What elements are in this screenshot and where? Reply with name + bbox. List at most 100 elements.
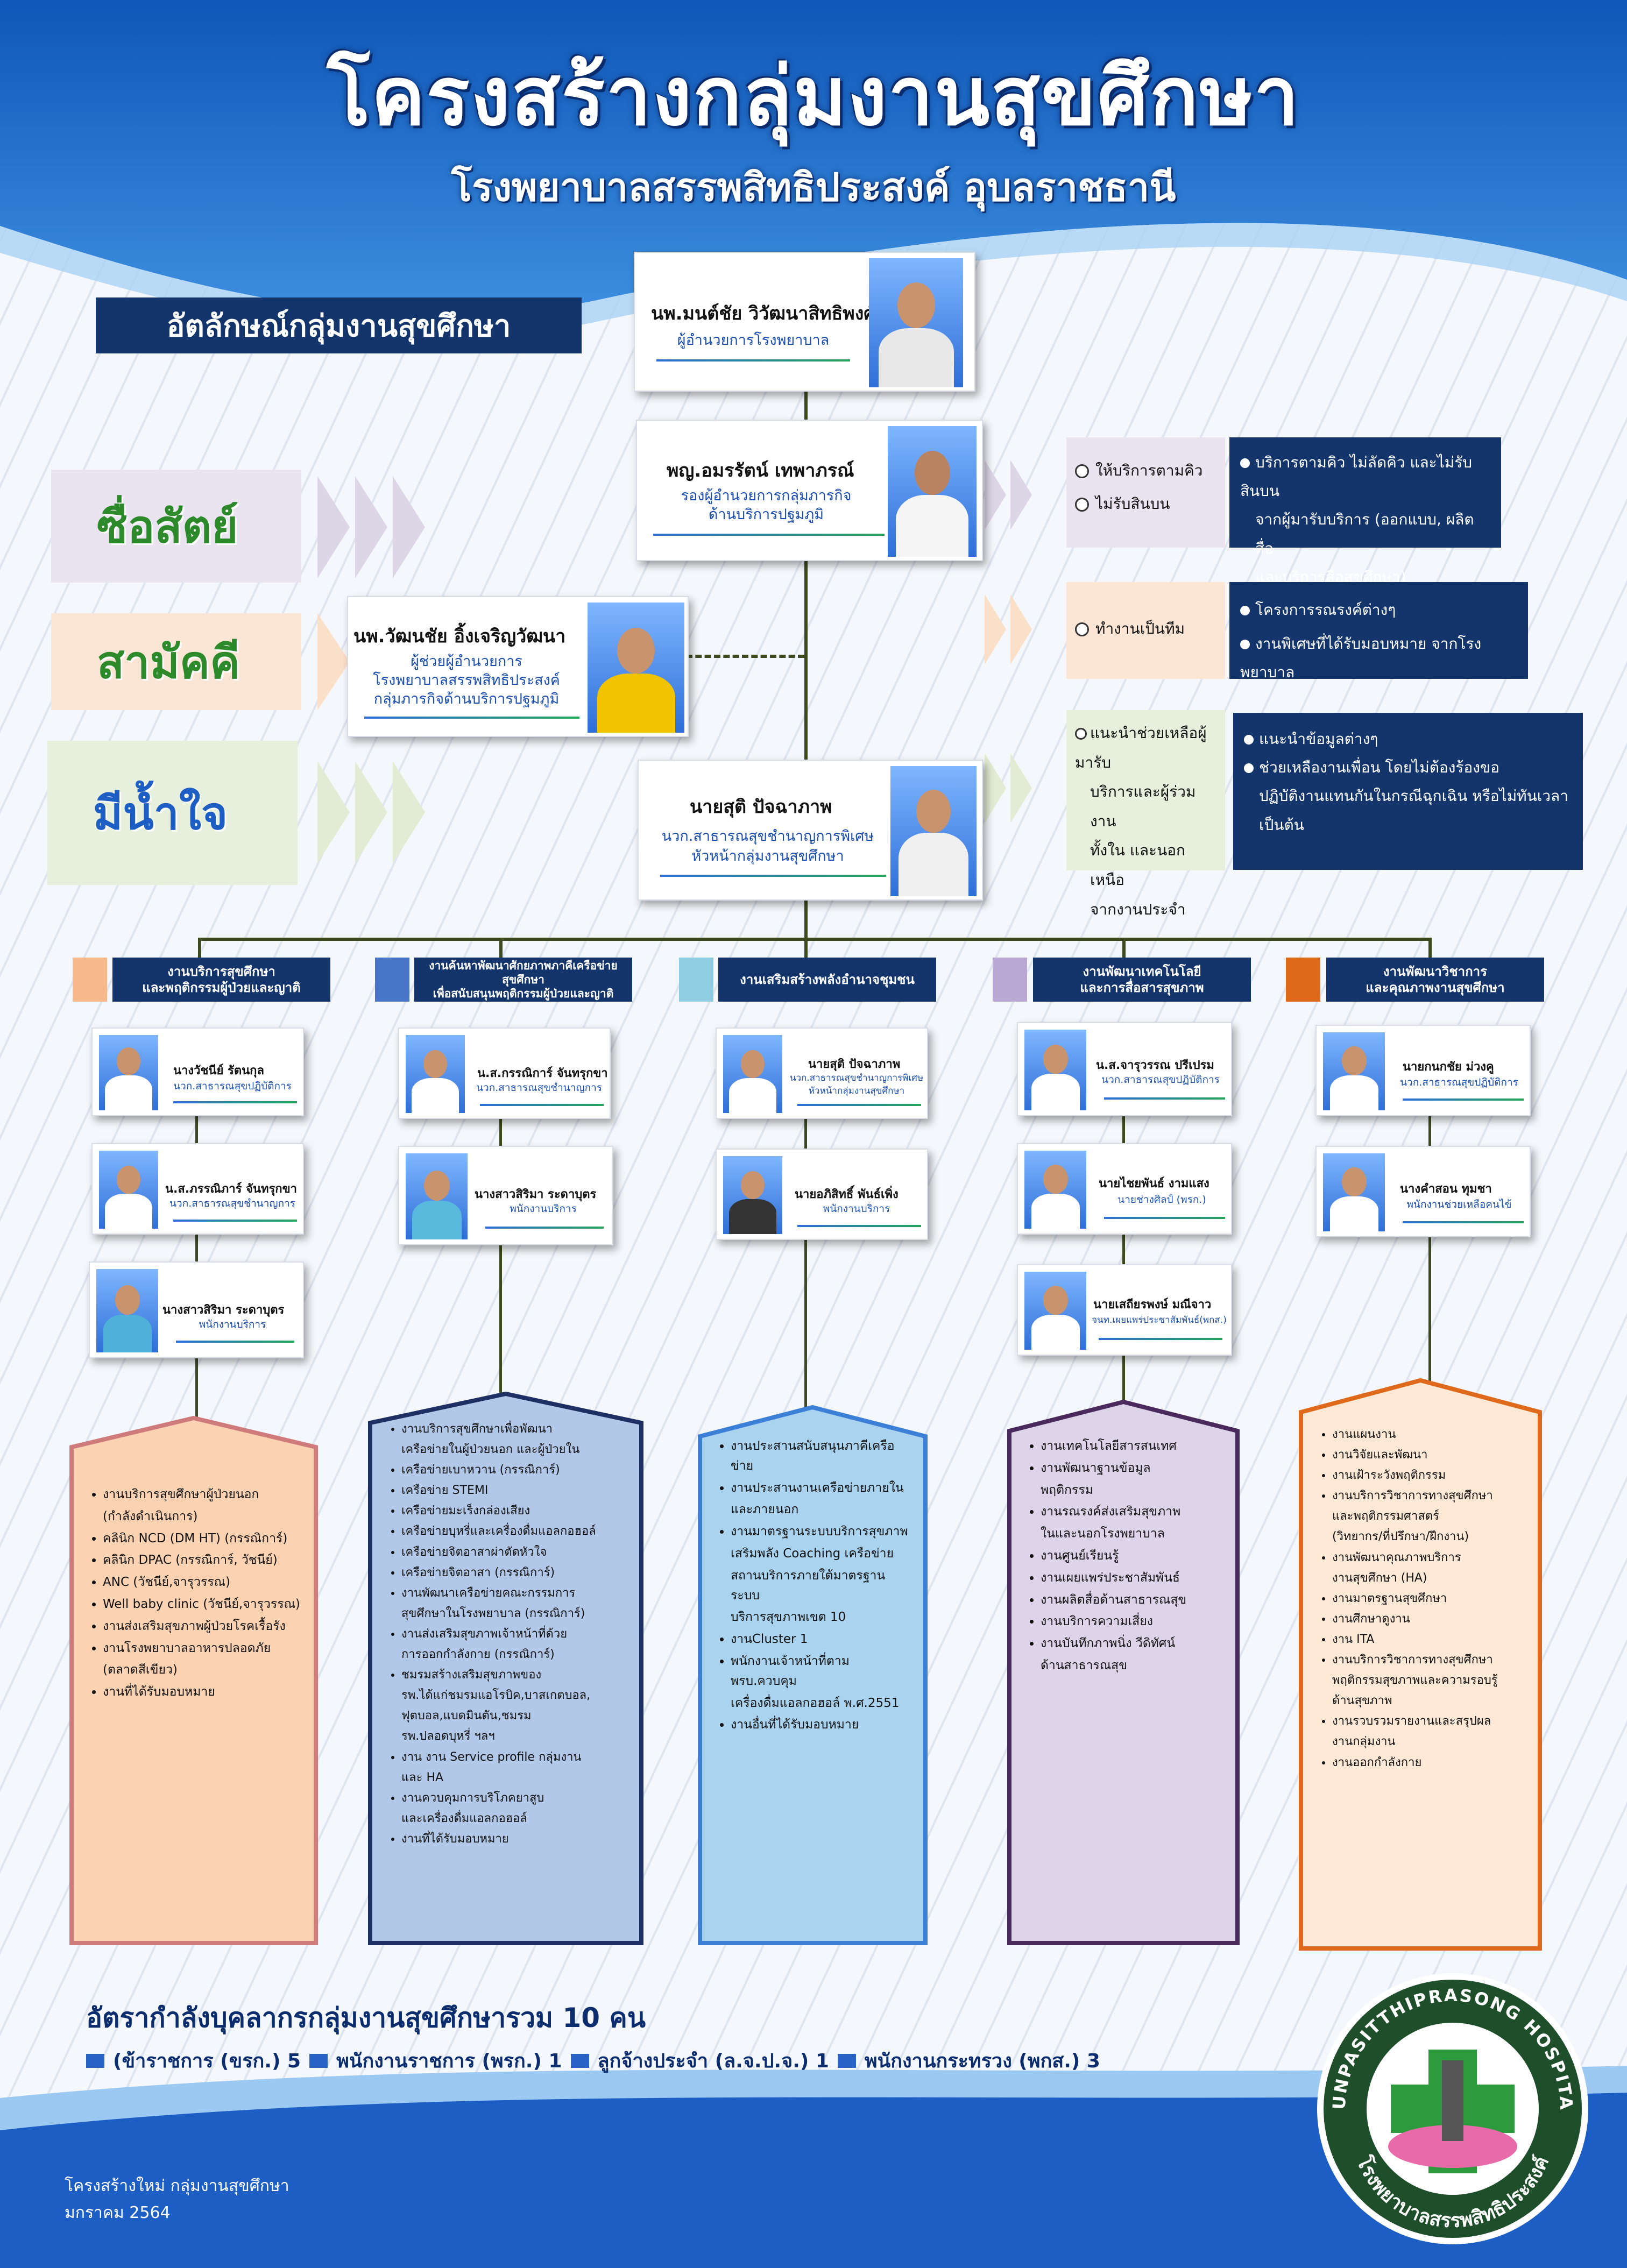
duty-item: เครือข่าย STEMI [401, 1482, 626, 1500]
duty-item: งานกลุ่มงาน [1332, 1735, 1396, 1749]
resp-text: ทั้งใน และนอกเหนือ [1090, 841, 1185, 889]
duty-item: (ตลาดสีเขียว) [103, 1663, 178, 1677]
value-box-honest: ซื่อสัตย์ [51, 470, 301, 583]
resp-text: ปฏิบัติงานแทนกันในกรณีฉุกเฉิน หรือไม่ทัน… [1259, 787, 1568, 805]
footer-line-2: มกราคม 2564 [65, 2203, 171, 2222]
chevrons-generosity [317, 761, 425, 863]
staff-card: นายไชยพันธ์ งามแสง นายช่างศิลป์ (พรก.) [1017, 1143, 1232, 1235]
duty-item: ฟุตบอล,แบดมินตัน,ชมรม [401, 1709, 532, 1723]
staff-name: นางสาวสิริมา ระดาบุตร [475, 1188, 597, 1201]
staff-card: นายเสถียรพงษ์ มณีจาว จนท.เผยแพร่ประชาสัม… [1017, 1264, 1232, 1356]
staff-name: นางสาวสิริมา ระดาบุตร [162, 1303, 285, 1317]
dept-color-4 [993, 958, 1027, 1002]
duty-shape-5 [1299, 1378, 1542, 1951]
staff-photo [723, 1035, 782, 1113]
director-position: ผู้อำนวยการโรงพยาบาล [677, 332, 830, 349]
duty-items: งานบริการสุขศึกษาผู้ป่วยนอก(กำลังดำเนินก… [88, 1485, 300, 1702]
staff-photo [406, 1035, 465, 1113]
duty-item: งานรณรงค์ส่งเสริมสุขภาพ [1041, 1502, 1222, 1522]
staff-photo [99, 1035, 158, 1110]
summary-item: ลูกจ้างประจำ (ล.จ.ป.จ.) 1 [597, 2050, 829, 2072]
duty-item: งานออกกำลังกาย [1332, 1754, 1524, 1772]
underline [173, 1220, 297, 1222]
staff-card: นางสาวสิริมา ระดาบุตร พนักงานบริการ [89, 1261, 304, 1358]
underline [797, 1225, 921, 1227]
summary-item: (ข้าราชการ (ขรก.) 5 [113, 2050, 301, 2072]
duty-item: (วิทยากร/ที่ปรึกษา/ฝึกงาน) [1332, 1530, 1469, 1544]
resp-left-1: ให้บริการตามคิว ไม่รับสินบน [1066, 437, 1225, 548]
resp-right-2: โครงการรณรงค์ต่างๆ งานพิเศษที่ได้รับมอบห… [1229, 582, 1528, 681]
underline [1099, 1338, 1222, 1340]
dept-color-1 [73, 958, 107, 1002]
duty-item: งานประสานงานเครือข่ายภายใน [731, 1478, 909, 1498]
head-card: นายสุติ ปัจฉาภาพ นวก.สาธารณสุขชำนาญการพิ… [638, 760, 983, 901]
duty-item: งานพัฒนาเครือข่ายคณะกรรมการ [401, 1584, 626, 1603]
duty-item: เครือข่ายจิตอาสาผ่าตัดหัวใจ [401, 1543, 626, 1562]
staff-photo [406, 1153, 468, 1239]
summary-title: อัตรากำลังบุคลากรกลุ่มงานสุขศึกษารวม 10 … [86, 2002, 646, 2033]
duty-item: ANC (วัชนีย์,จารุวรรณ) [103, 1572, 300, 1592]
duty-item: งานเฝ้าระวังพฤติกรรม [1332, 1466, 1524, 1485]
duty-list-3: งานประสานสนับสนุนภาคีเครือข่ายงานประสานง… [699, 1399, 925, 1829]
underline [173, 1101, 297, 1103]
underline [797, 1104, 921, 1106]
dept-title-2: และคุณภาพงานสุขศึกษา [1366, 980, 1505, 995]
duty-item: คลินิก DPAC (กรรณิการ์, วัชนีย์) [103, 1550, 300, 1570]
staff-position: พนักงานช่วยเหลือคนไข้ [1406, 1199, 1512, 1210]
duty-item: และ HA [401, 1770, 444, 1784]
value-label: สามัคคี [97, 636, 240, 689]
summary-list: (ข้าราชการ (ขรก.) 5 พนักงานราชการ (พรก.)… [86, 2045, 1100, 2076]
dept-title-2: เพื่อสนับสนุนพฤติกรรมผู้ป่วยและญาติ [433, 987, 614, 1001]
staff-photo [99, 1151, 158, 1229]
duty-item: งานรวบรวมรายงานและสรุปผล [1332, 1712, 1524, 1731]
duty-item: และภายนอก [731, 1502, 799, 1517]
duty-item: งานประสานสนับสนุนภาคีเครือข่าย [731, 1436, 909, 1476]
resp-text: ทำงานเป็นทีม [1095, 620, 1185, 637]
chevrons-right-3 [985, 753, 1032, 823]
duty-item: รพ.ได้แก่ชมรมแอโรบิค,บาสเกตบอล, [401, 1689, 591, 1703]
staff-photo [723, 1156, 782, 1234]
duty-item: (กำลังดำเนินการ) [103, 1509, 198, 1523]
dept-title: งานพัฒนาวิชาการ [1383, 964, 1488, 979]
staff-card: นางวัชนีย์ รัตนกุล นวก.สาธารณสุขปฏิบัติก… [91, 1027, 304, 1116]
staff-position: นายช่างศิลป์ (พรก.) [1117, 1194, 1206, 1206]
staff-position-2: หัวหน้ากลุ่มงานสุขศึกษา [808, 1086, 905, 1096]
staff-name: นายอภิสิทธิ์ พันธ์เพิ่ง [795, 1188, 899, 1201]
underline [364, 717, 579, 719]
duty-item: งานบันทึกภาพนิ่ง วีดิทัศน์ [1041, 1634, 1222, 1654]
resp-left-2: ทำงานเป็นทีม [1066, 582, 1225, 679]
staff-photo [1323, 1032, 1385, 1110]
dept-header-4: งานพัฒนาเทคโนโลยีและการสื่อสารสุขภาพ [1033, 958, 1251, 1002]
connector-main [804, 392, 808, 940]
duty-item: งานมาตรฐานระบบบริการสุขภาพ [731, 1522, 909, 1542]
value-box-unity: สามัคคี [51, 613, 301, 710]
envelope-icon [837, 2053, 856, 2068]
dept-title: งานบริการสุขศึกษา [167, 964, 275, 979]
footer-background [0, 2066, 1627, 2268]
dept-title-2: และการสื่อสารสุขภาพ [1080, 980, 1204, 995]
values-title: อัตลักษณ์กลุ่มงานสุขศึกษา [96, 297, 582, 353]
director-name: นพ.มนต์ชัย วิวัฒนาสิทธิพงศ์ [651, 303, 875, 324]
dept-header-2: งานค้นหาพัฒนาศักยภาพภาคีเครือข่ายสุขศึกษ… [414, 958, 632, 1002]
staff-photo [1024, 1272, 1086, 1350]
duty-item: Well baby clinic (วัชนีย์,จารุวรรณ) [103, 1594, 300, 1614]
director-card: นพ.มนต์ชัย วิวัฒนาสิทธิพงศ์ ผู้อำนวยการโ… [634, 252, 975, 392]
value-box-generosity: มีน้ำใจ [47, 741, 298, 885]
deputy-position: รองผู้อำนวยการกลุ่มภารกิจ [681, 487, 852, 504]
underline [653, 534, 885, 536]
value-label: ซื่อสัตย์ [97, 500, 238, 553]
dept-header-1: งานบริการสุขศึกษาและพฤติกรรมผู้ป่วยและญา… [112, 958, 330, 1002]
staff-name: น.ส.ภรรณิภาร์ จันทรุกขา [165, 1182, 298, 1196]
duty-item: งานผลิตสื่อด้านสาธารณสุข [1041, 1590, 1222, 1610]
staff-photo [96, 1269, 158, 1352]
deputy-position-2: ด้านบริการปฐมภูมิ [708, 506, 824, 523]
duty-item: พฤติกรรม [1041, 1483, 1093, 1497]
page-subtitle: โรงพยาบาลสรรพสิทธิประสงค์ อุบลราชธานี [451, 165, 1176, 210]
dept-color-3 [679, 958, 713, 1002]
resp-text: แนะนำข้อมูลต่างๆ [1259, 730, 1378, 748]
duty-item: งานพัฒนาคุณภาพบริการ [1332, 1549, 1524, 1567]
duty-list-5: งานแผนงานงานวิจัยและพัฒนางานเฝ้าระวังพฤต… [1301, 1388, 1540, 1926]
staff-card: น.ส.จารุวรรณ ปรีเปรม นวก.สาธารณสุขปฏิบัต… [1017, 1022, 1232, 1116]
duty-item: งานที่ได้รับมอบหมาย [401, 1830, 626, 1848]
duty-items: งานแผนงานงานวิจัยและพัฒนางานเฝ้าระวังพฤต… [1317, 1426, 1524, 1772]
